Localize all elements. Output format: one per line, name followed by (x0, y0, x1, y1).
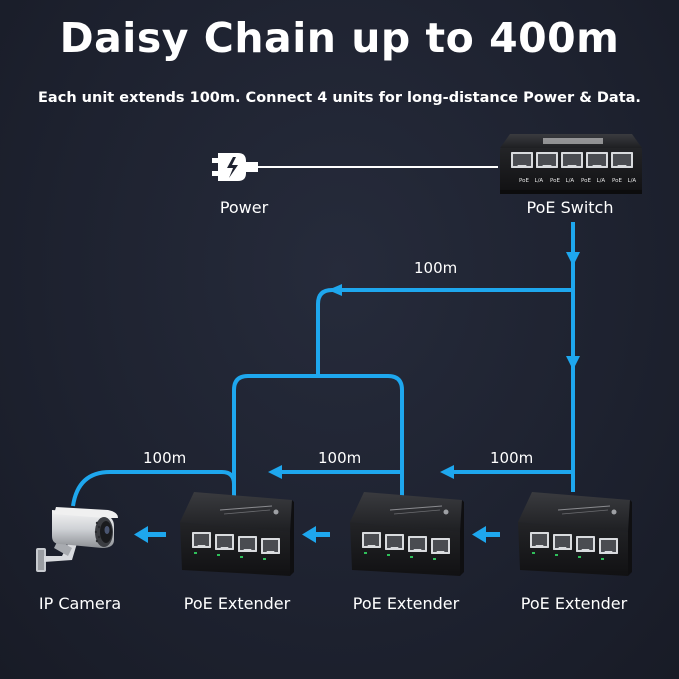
extender-top (518, 492, 630, 532)
extender-port (576, 536, 595, 552)
extender-port (599, 538, 618, 554)
switch-port-label: PoE (519, 178, 529, 184)
distance-label-middle: 100m (318, 449, 362, 467)
extender-port (385, 534, 404, 550)
poe-extender-label-2: PoE Extender (352, 594, 460, 613)
switch-port (511, 152, 533, 168)
arrow-left-top (328, 284, 342, 296)
switch-port-label: PoE (550, 178, 560, 184)
switch-port-label: L/A (597, 178, 606, 184)
extender-port (238, 536, 257, 552)
page-title: Daisy Chain up to 400m (59, 14, 620, 62)
switch-port-label: PoE (581, 178, 591, 184)
camera-cable (71, 470, 236, 507)
extender-port (408, 536, 427, 552)
loop-cable (232, 374, 404, 496)
extender-port (530, 532, 549, 548)
poe-switch-label: PoE Switch (526, 198, 614, 217)
extender-logo-icon (443, 509, 449, 515)
extender-logo-icon (611, 509, 617, 515)
switch-port-label: L/A (566, 178, 575, 184)
ip-camera-label: IP Camera (38, 594, 122, 613)
arrowheads (268, 252, 580, 479)
extender-port (261, 538, 280, 554)
arrow-out-3 (472, 526, 486, 543)
arrow-left-middle (268, 465, 282, 479)
poe-extender-device-2 (350, 492, 464, 576)
power-label: Power (219, 198, 269, 217)
ip-camera-icon (36, 507, 118, 572)
extender-top (350, 492, 462, 532)
page-subtitle: Each unit extends 100m. Connect 4 units … (38, 90, 641, 106)
switch-port-label: L/A (628, 178, 637, 184)
switch-port (611, 152, 633, 168)
extender-port (192, 532, 211, 548)
poe-extender-device-1 (180, 492, 294, 576)
switch-port (536, 152, 558, 168)
poe-extender-label-3: PoE Extender (520, 594, 628, 613)
switch-port (586, 152, 608, 168)
arrow-out-2 (302, 526, 316, 543)
output-arrows (134, 526, 500, 543)
switch-port (561, 152, 583, 168)
poe-extender-device-3 (518, 492, 632, 576)
extender-port (362, 532, 381, 548)
extender-top (180, 492, 292, 532)
arrow-down-1 (566, 252, 580, 266)
poe-extender-label-1: PoE Extender (183, 594, 291, 613)
distance-label-left: 100m (143, 449, 187, 467)
extender-logo-icon (273, 509, 279, 515)
arrow-out-1 (134, 526, 148, 543)
poe-switch-device: PoE L/A PoE L/A PoE L/A PoE L/A (500, 134, 642, 194)
switch-port-label: L/A (535, 178, 544, 184)
extender-port (431, 538, 450, 554)
branch-cable (316, 288, 573, 376)
extender-port (215, 534, 234, 550)
power-plug-icon (212, 153, 258, 181)
arrow-left-right (440, 465, 454, 479)
arrow-down-2 (566, 356, 580, 370)
distance-label-right: 100m (490, 449, 534, 467)
distance-label-top: 100m (414, 259, 458, 277)
extender-port (553, 534, 572, 550)
switch-port-label: PoE (612, 178, 622, 184)
